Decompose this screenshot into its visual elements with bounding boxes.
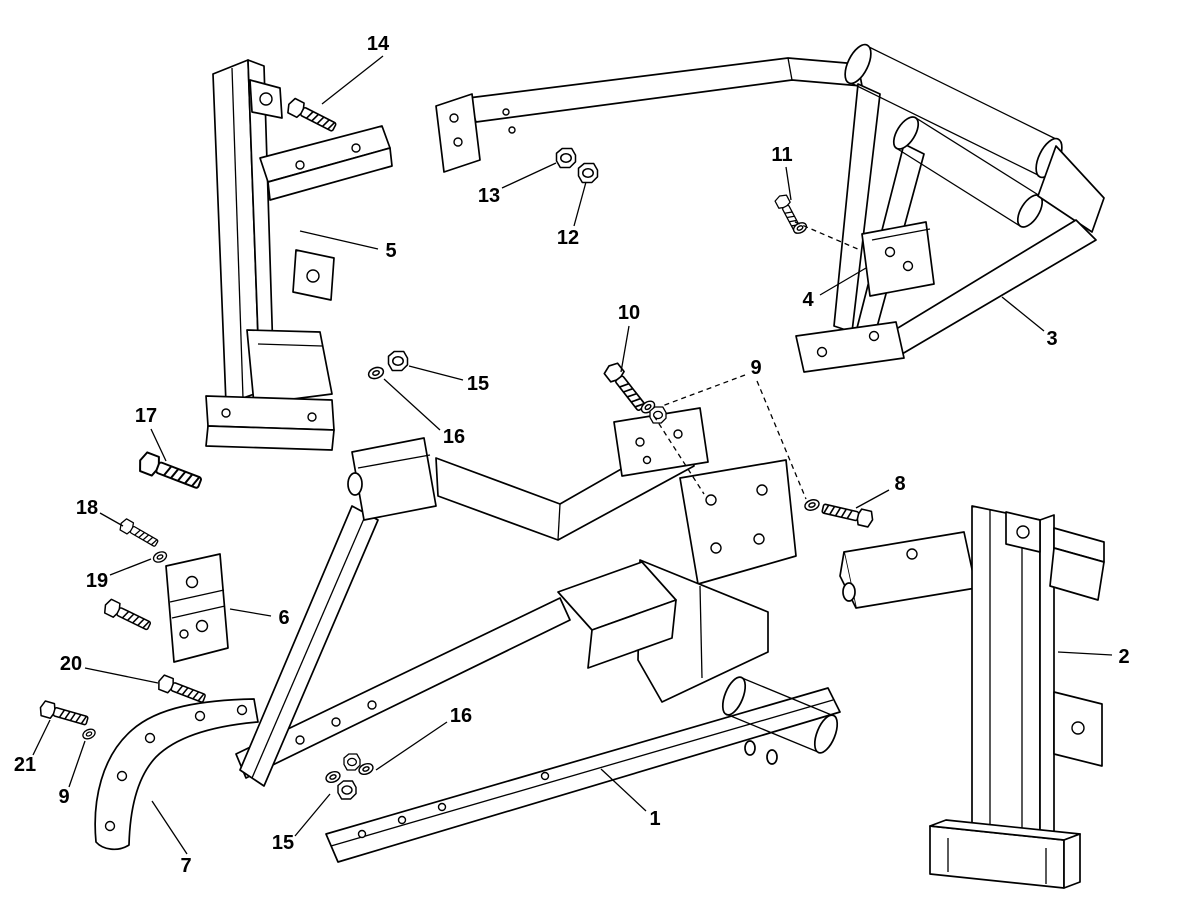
bolt [117, 517, 161, 550]
leader-line-14 [321, 55, 384, 105]
leader-line-9-left [68, 740, 86, 788]
part-callout-16-top: 16 [443, 426, 465, 448]
part-callout-10: 10 [618, 302, 640, 324]
leader-line-4 [819, 267, 867, 296]
leader-line-16-top [383, 378, 441, 431]
part-5-left-post [205, 59, 393, 451]
washer [80, 726, 98, 742]
part-callout-17: 17 [135, 405, 157, 427]
leader-line-17 [150, 428, 167, 462]
part-callout-19: 19 [86, 570, 108, 592]
bolt [820, 499, 876, 529]
leader-line-15-bottom [294, 793, 331, 837]
leader-line-6 [229, 608, 272, 617]
leader-line-10 [620, 325, 630, 373]
nut [387, 350, 409, 372]
leader-line-5 [299, 230, 379, 250]
leader-line-18 [99, 512, 124, 527]
bolt [155, 673, 208, 707]
leader-line-11 [785, 166, 792, 201]
part-callout-21: 21 [14, 754, 36, 776]
part-callout-1: 1 [649, 808, 660, 830]
leader-line-12 [573, 181, 587, 227]
bolt [37, 699, 90, 729]
bolt [284, 96, 339, 136]
bolt [601, 359, 650, 415]
part-callout-18: 18 [76, 497, 98, 519]
leader-line-19 [109, 558, 152, 576]
part-callout-4: 4 [802, 289, 814, 311]
leader-line-9-right [661, 374, 746, 407]
part-callout-15-bottom: 15 [272, 832, 294, 854]
washer [323, 768, 343, 786]
part-callout-20: 20 [60, 653, 82, 675]
nut [555, 147, 577, 169]
bolt [135, 450, 205, 494]
leader-line-20 [84, 667, 159, 684]
leader-line-7 [151, 800, 188, 855]
assembly-axis-line [653, 415, 705, 495]
nut [337, 780, 357, 800]
part-callout-14: 14 [367, 33, 390, 55]
part-3-upper-frame [435, 43, 1105, 373]
nut [649, 406, 667, 424]
leader-line-8 [855, 489, 890, 509]
leader-line-16-bottom [375, 721, 448, 771]
part-callout-9-right: 9 [750, 357, 761, 379]
part-callout-3: 3 [1046, 328, 1057, 350]
washer [151, 549, 169, 565]
part-callout-5: 5 [385, 240, 396, 262]
part-callout-11: 11 [771, 144, 792, 166]
part-callout-15-top: 15 [467, 373, 489, 395]
part-callout-6: 6 [278, 607, 289, 629]
hardware-layer [37, 96, 876, 800]
bolt [101, 597, 154, 634]
part-2-right-post [839, 505, 1105, 889]
leader-line-3 [1001, 296, 1045, 332]
leader-line-13 [501, 162, 557, 189]
washer [802, 497, 822, 513]
washer [366, 364, 386, 382]
part-1-main-frame [235, 407, 841, 863]
nut [343, 753, 361, 771]
part-callout-12: 12 [557, 227, 579, 249]
leader-line-2 [1057, 651, 1113, 656]
part-4-mount-plate [861, 221, 935, 297]
part-callout-16-bottom: 16 [450, 705, 472, 727]
nut [577, 162, 599, 184]
part-callout-13: 13 [478, 185, 500, 207]
part-6-bracket-plate [165, 553, 229, 663]
leader-line-9-right [756, 380, 807, 500]
part-7-curved-bracket [94, 698, 259, 851]
assembly-axis-line [794, 221, 861, 251]
part-callout-9-left: 9 [58, 786, 69, 808]
part-callout-7: 7 [180, 855, 191, 877]
leader-line-1 [600, 768, 647, 812]
leader-line-21 [32, 719, 51, 756]
part-callout-2: 2 [1118, 646, 1129, 668]
leader-line-15-top [408, 365, 464, 381]
part-callout-8: 8 [894, 473, 905, 495]
